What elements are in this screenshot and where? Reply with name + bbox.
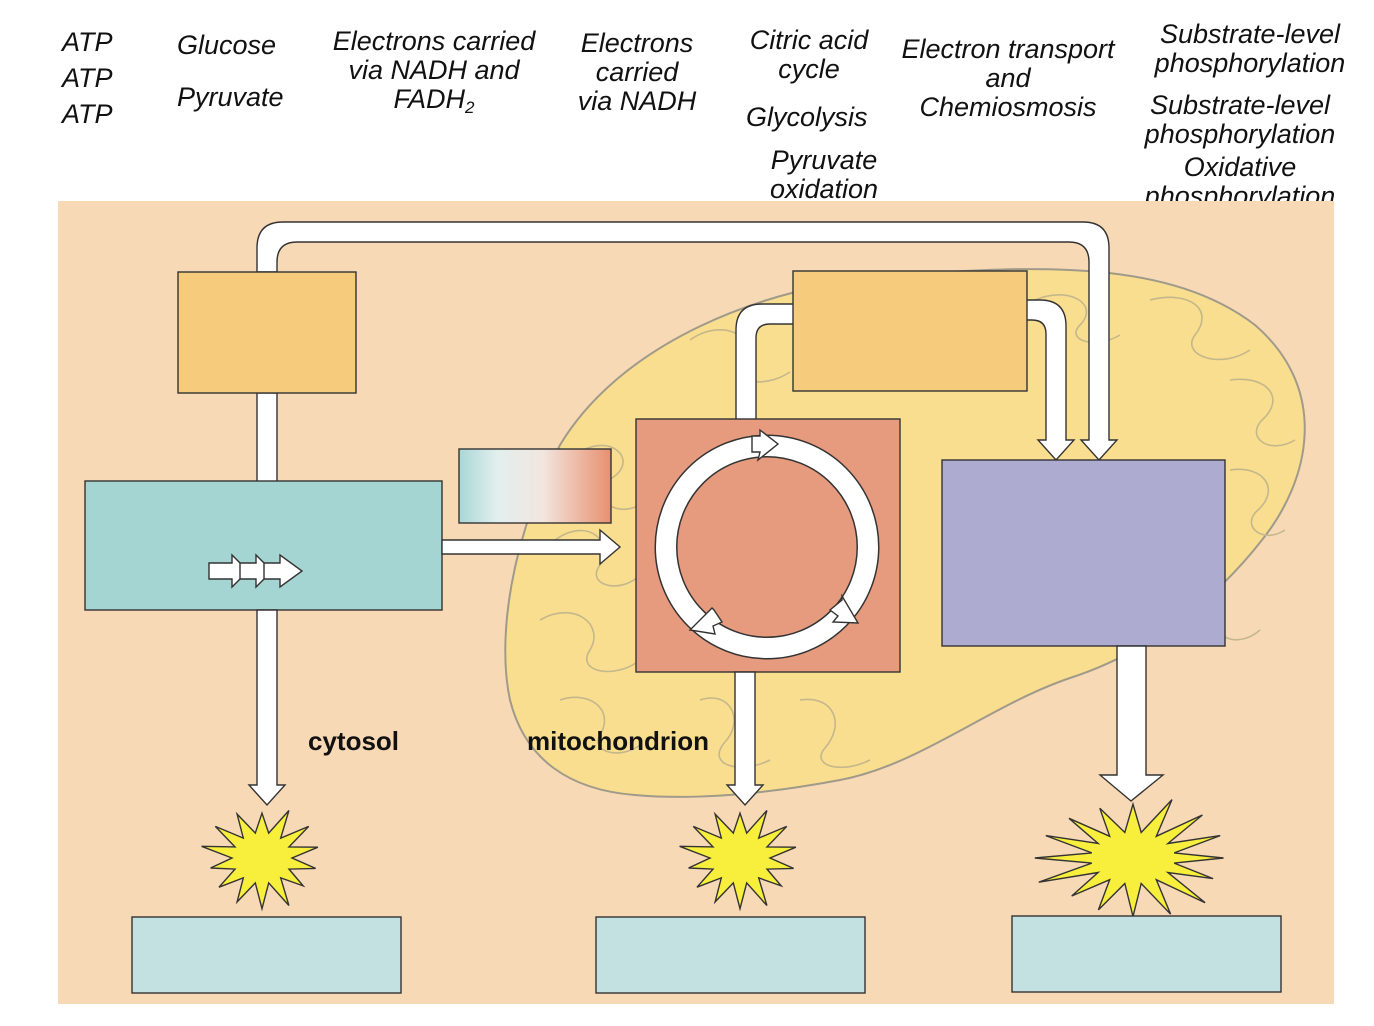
term-line: Chemiosmosis [919, 92, 1097, 122]
term-citric-acid-cycle[interactable]: Citric acid cycle [744, 26, 874, 84]
term-line: Citric acid [749, 25, 869, 55]
term-line: carried [595, 57, 679, 87]
term-line: Electrons [580, 28, 694, 58]
drop-zone-electrons-glycolysis[interactable] [177, 271, 357, 394]
term-line: phosphorylation [1144, 119, 1336, 149]
drop-zone-electrons-citric[interactable] [792, 270, 1028, 392]
mitochondrion-label: mitochondrion [527, 726, 709, 756]
term-pyruvate[interactable]: Pyruvate [177, 82, 284, 112]
term-line: oxidation [769, 174, 879, 204]
term-line: Pyruvate [770, 145, 878, 175]
term-line: and [985, 63, 1031, 93]
term-atp-2[interactable]: ATP [62, 63, 113, 93]
term-pyruvate-oxidation[interactable]: Pyruvate oxidation [764, 146, 884, 204]
electron-shuttle-arrow [256, 221, 1119, 462]
arrow-etc-to-atp [1098, 645, 1165, 802]
term-electrons-nadh[interactable]: Electrons carried via NADH [574, 29, 700, 116]
term-glucose[interactable]: Glucose [177, 30, 277, 60]
cytosol-label: cytosol [308, 726, 399, 756]
term-line: via NADH [577, 86, 697, 116]
term-substrate-level-1[interactable]: Substrate-level phosphorylation [1140, 20, 1360, 78]
arrow-glycolysis-to-atp [247, 609, 287, 807]
connector-electron-box-to-etc [1025, 299, 1076, 462]
term-glycolysis[interactable]: Glycolysis [746, 102, 868, 132]
term-line: phosphorylation [1154, 48, 1346, 78]
term-electrons-nadh-fadh2[interactable]: Electrons carried via NADH and FADH2 [326, 26, 542, 117]
term-fadh-subscript: 2 [465, 98, 475, 117]
drop-zone-atp-oxidative[interactable] [1011, 915, 1282, 993]
term-atp-1[interactable]: ATP [62, 27, 113, 57]
term-fadh-text: FADH [393, 84, 466, 114]
drop-zone-glycolysis[interactable] [84, 480, 443, 611]
drop-zone-pyruvate-oxidation[interactable] [458, 448, 612, 524]
drop-zone-atp-glycolysis[interactable] [131, 916, 402, 994]
term-line: via NADH and [348, 55, 520, 85]
atp-burst-citric [679, 810, 797, 912]
term-line: FADH2 [326, 84, 542, 117]
term-line: Electrons carried [332, 26, 536, 56]
drop-zone-citric-acid-cycle[interactable] [635, 418, 901, 673]
citric-cycle-arrowheads [688, 428, 860, 635]
atp-burst-glycolysis [201, 810, 319, 912]
term-substrate-level-2[interactable]: Substrate-level phosphorylation [1130, 91, 1350, 149]
term-line: Oxidative [1183, 152, 1297, 182]
glycolysis-steps-icon [208, 553, 304, 589]
arrow-glycolysis-to-citric [441, 528, 622, 566]
term-line: Substrate-level [1159, 19, 1341, 49]
term-line: cycle [778, 54, 840, 84]
drop-zone-electron-transport[interactable] [941, 459, 1226, 647]
drop-zone-atp-citric[interactable] [595, 916, 866, 994]
term-electron-transport[interactable]: Electron transport and Chemiosmosis [893, 35, 1123, 122]
connector-electrons-glycolysis [256, 392, 278, 483]
arrow-citric-to-atp [725, 671, 765, 807]
term-atp-3[interactable]: ATP [62, 99, 113, 129]
term-line: Substrate-level [1149, 90, 1331, 120]
term-line: Electron transport [901, 34, 1115, 64]
atp-bursts [201, 799, 1224, 917]
